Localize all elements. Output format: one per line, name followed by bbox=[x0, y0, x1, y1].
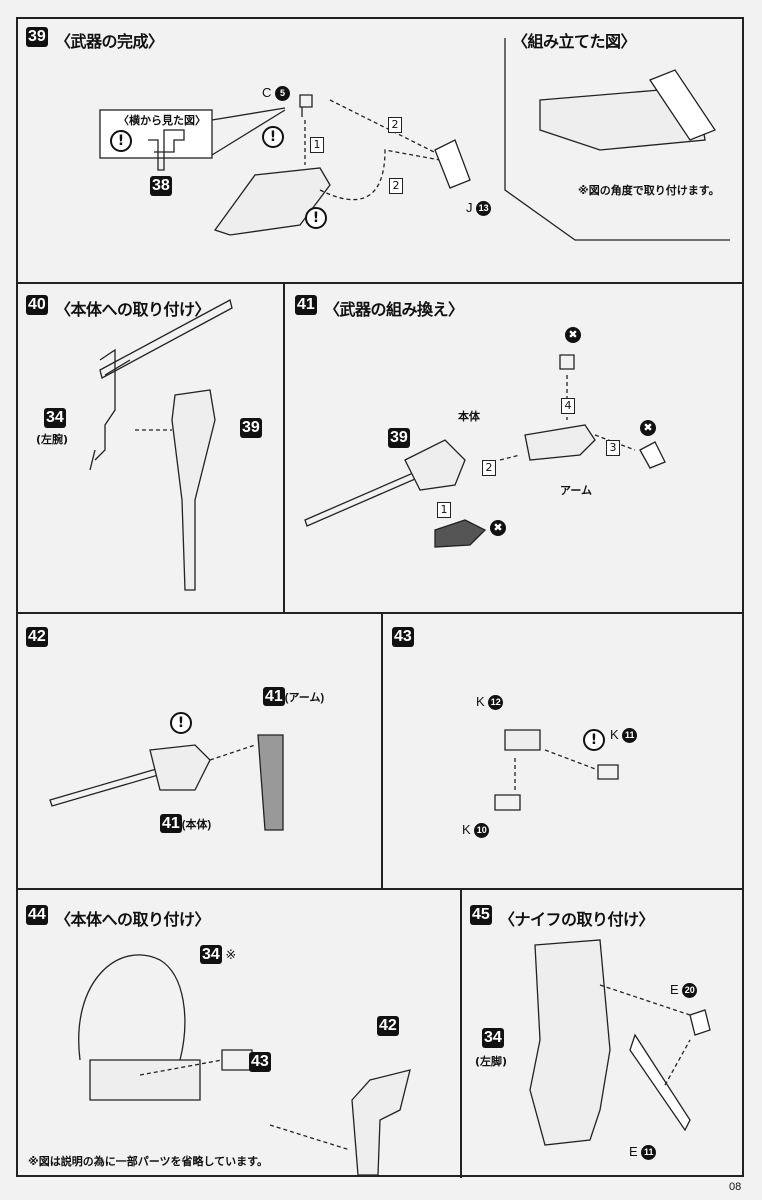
reference-step: 34 bbox=[200, 945, 222, 964]
part-e11-label: E 11 bbox=[629, 1144, 657, 1161]
caution-icon: ! bbox=[305, 207, 327, 229]
left-leg-label: (左脚) bbox=[475, 1055, 508, 1068]
step-title: 〈本体への取り付け〉 bbox=[55, 910, 211, 929]
part-number: 10 bbox=[474, 823, 490, 839]
arm-label: アーム bbox=[560, 484, 593, 497]
part-k12-label: K 12 bbox=[476, 694, 504, 711]
step-number: 39 bbox=[26, 27, 48, 47]
step-title: 〈武器の完成〉 bbox=[55, 32, 164, 51]
order-marker: 2 bbox=[482, 460, 496, 476]
caution-icon: ! bbox=[170, 712, 192, 734]
reference-step: 43 bbox=[249, 1052, 271, 1072]
divider bbox=[16, 612, 744, 614]
body-label: 本体 bbox=[458, 410, 480, 423]
omission-note: ※図は説明の為に一部パーツを省略しています。 bbox=[28, 1155, 269, 1168]
step-title: 〈武器の組み換え〉 bbox=[324, 300, 464, 319]
order-marker: 1 bbox=[310, 137, 324, 153]
body-label: (本体) bbox=[181, 819, 212, 831]
step-number: 40 bbox=[26, 295, 48, 315]
arm-reference: 41(アーム) bbox=[263, 687, 325, 706]
part-number: 5 bbox=[275, 86, 291, 102]
part-j13-label: J 13 bbox=[466, 200, 492, 217]
angle-note: ※図の角度で取り付けます。 bbox=[578, 184, 720, 197]
reference-step: 42 bbox=[377, 1016, 399, 1036]
reference-step: 38 bbox=[150, 176, 172, 196]
arm-label: (アーム) bbox=[284, 692, 325, 704]
part-letter: K bbox=[462, 822, 471, 837]
remove-icon: ✖ bbox=[490, 520, 506, 536]
part-number: 13 bbox=[476, 201, 492, 217]
reference-step: 41 bbox=[160, 814, 182, 833]
part-number: 12 bbox=[488, 695, 504, 711]
order-marker: 4 bbox=[561, 398, 575, 414]
part-letter: J bbox=[466, 200, 473, 215]
note-mark: ※ bbox=[225, 947, 237, 962]
step-title: 〈本体への取り付け〉 bbox=[55, 300, 211, 319]
part-letter: E bbox=[629, 1144, 638, 1159]
part-number: 20 bbox=[682, 983, 698, 999]
part-letter: C bbox=[262, 85, 272, 100]
remove-icon: ✖ bbox=[640, 420, 656, 436]
caution-icon: ! bbox=[262, 126, 284, 148]
part-k11-label: K 11 bbox=[610, 727, 638, 744]
divider bbox=[460, 888, 462, 1178]
reference-step: 34 bbox=[44, 408, 66, 428]
reference-step: 39 bbox=[240, 418, 262, 438]
assembled-view-title: 〈組み立てた図〉 bbox=[512, 32, 637, 51]
reference-step: 41 bbox=[263, 687, 285, 706]
page-frame bbox=[16, 17, 744, 1177]
barrel bbox=[99, 299, 233, 379]
divider bbox=[16, 888, 744, 890]
divider bbox=[16, 282, 744, 284]
part-letter: K bbox=[610, 727, 619, 742]
step-number: 43 bbox=[392, 627, 414, 647]
part-number: 11 bbox=[622, 728, 638, 744]
order-marker: 1 bbox=[437, 502, 451, 518]
step-number: 44 bbox=[26, 905, 48, 925]
part-letter: E bbox=[670, 982, 679, 997]
caution-icon: ! bbox=[583, 729, 605, 751]
left-arm-label: (左腕) bbox=[36, 433, 69, 446]
reference-step: 39 bbox=[388, 428, 410, 448]
part-c5-label: C 5 bbox=[262, 85, 291, 102]
step-title: 〈ナイフの取り付け〉 bbox=[499, 910, 655, 929]
order-marker: 3 bbox=[606, 440, 620, 456]
part-k10-label: K 10 bbox=[462, 822, 490, 839]
caution-icon: ! bbox=[110, 130, 132, 152]
order-marker: 2 bbox=[389, 178, 403, 194]
part-number: 11 bbox=[641, 1145, 657, 1161]
part-e20-label: E 20 bbox=[670, 982, 698, 999]
page-number: 08 bbox=[729, 1181, 742, 1193]
reference-step: 34 bbox=[482, 1028, 504, 1048]
order-marker: 2 bbox=[388, 117, 402, 133]
part-letter: K bbox=[476, 694, 485, 709]
step-number: 41 bbox=[295, 295, 317, 315]
step-number: 45 bbox=[470, 905, 492, 925]
remove-icon: ✖ bbox=[565, 327, 581, 343]
divider bbox=[381, 612, 383, 888]
reference-34: 34 ※ bbox=[200, 945, 237, 964]
side-view-label: 〈横から見た図〉 bbox=[118, 114, 206, 127]
body-reference: 41(本体) bbox=[160, 814, 212, 833]
step-number: 42 bbox=[26, 627, 48, 647]
divider bbox=[283, 282, 285, 612]
